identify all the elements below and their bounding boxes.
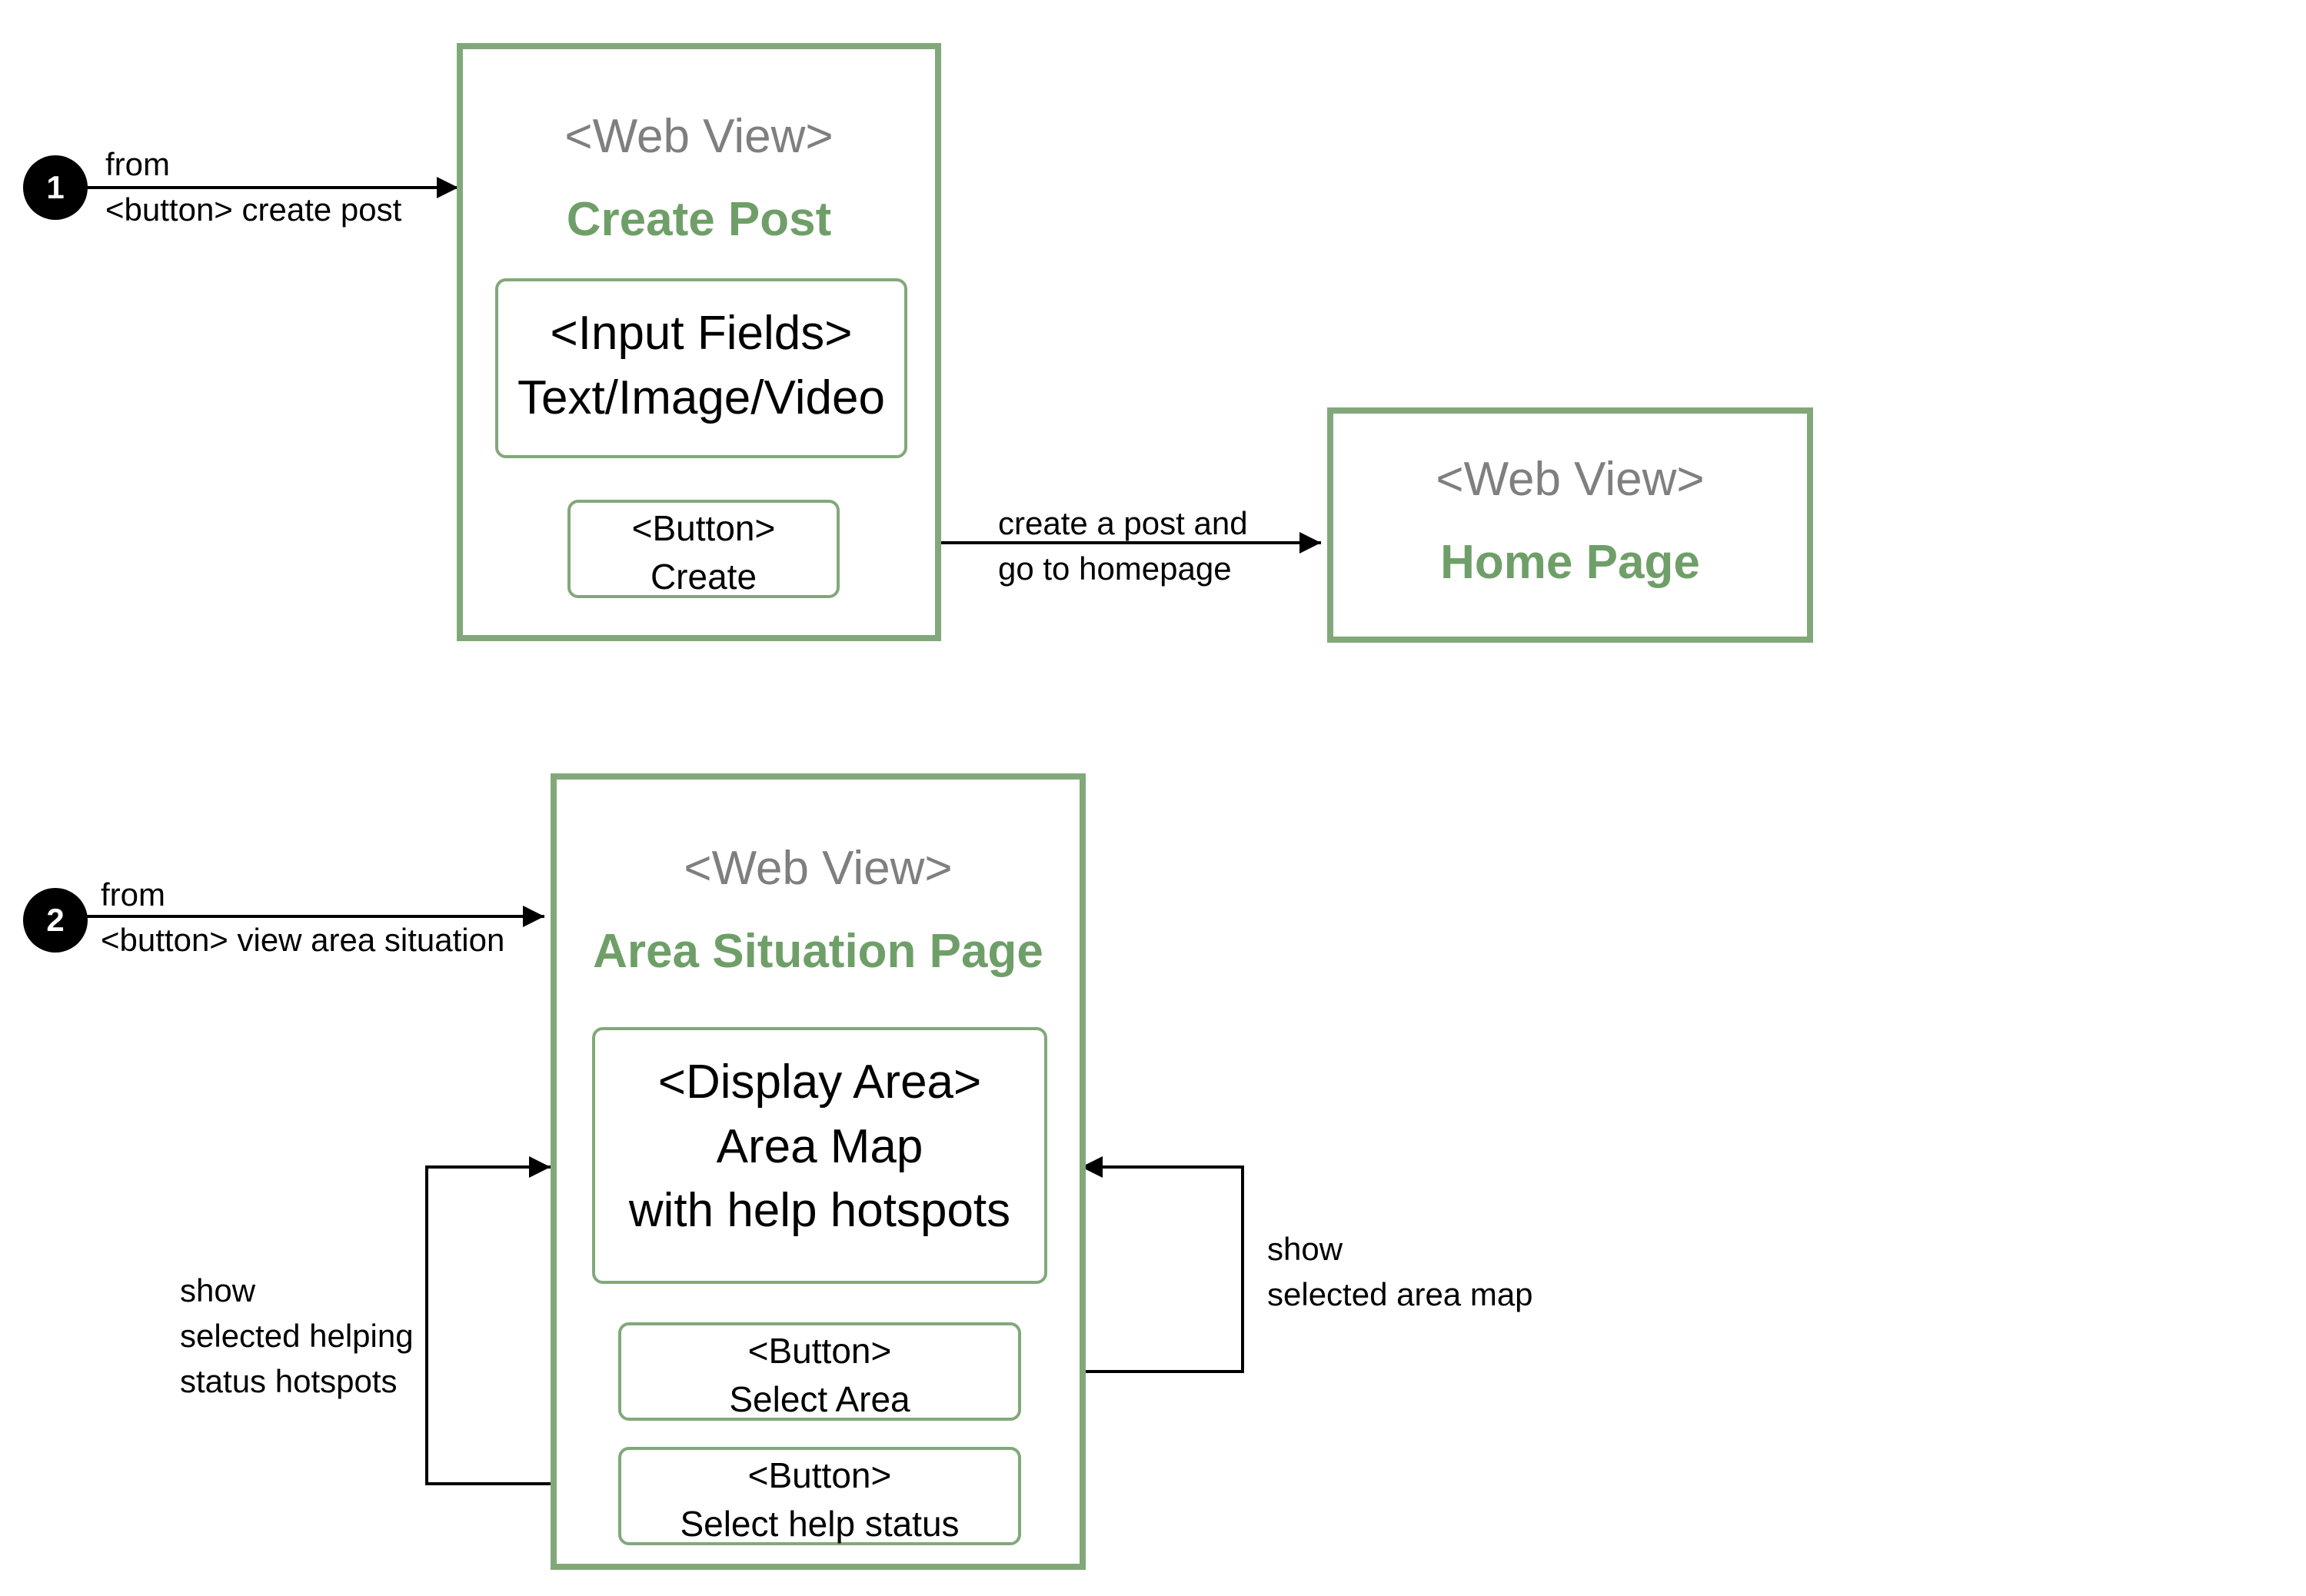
area-situation-view: <Web View> Area Situation Page <Display …	[551, 773, 1086, 1570]
create-to-home-label: create a post and go to homepage	[998, 505, 1248, 587]
view-tag: <Web View>	[564, 110, 834, 163]
right-loop-label: show selected area map	[1267, 1231, 1533, 1312]
create-button[interactable]: <Button> Create	[567, 500, 840, 598]
left-loop-label: show selected helping status hotspots	[180, 1272, 414, 1399]
create-post-view: <Web View> Create Post <Input Fields> Te…	[457, 43, 941, 641]
view-title: Home Page	[1440, 536, 1700, 589]
select-area-button[interactable]: <Button> Select Area	[618, 1322, 1021, 1421]
select-help-loop-arrow	[425, 1156, 617, 1485]
view-tag: <Web View>	[1436, 453, 1705, 506]
flow2-entry-label: from <button> view area situation	[101, 876, 505, 958]
flow1-entry-label: from <button> create post	[105, 146, 402, 228]
display-area-box: <Display Area> Area Map with help hotspo…	[592, 1027, 1047, 1284]
view-title: Create Post	[566, 193, 832, 246]
input-fields-box: <Input Fields> Text/Image/Video	[495, 278, 907, 458]
select-area-loop-arrow	[1013, 1156, 1244, 1373]
step-1-badge: 1	[23, 155, 88, 220]
home-page-view: <Web View> Home Page	[1327, 407, 1813, 643]
select-help-status-button[interactable]: <Button> Select help status	[618, 1447, 1021, 1545]
view-tag: <Web View>	[684, 842, 953, 895]
view-title: Area Situation Page	[593, 925, 1043, 978]
step-2-badge: 2	[23, 888, 88, 953]
